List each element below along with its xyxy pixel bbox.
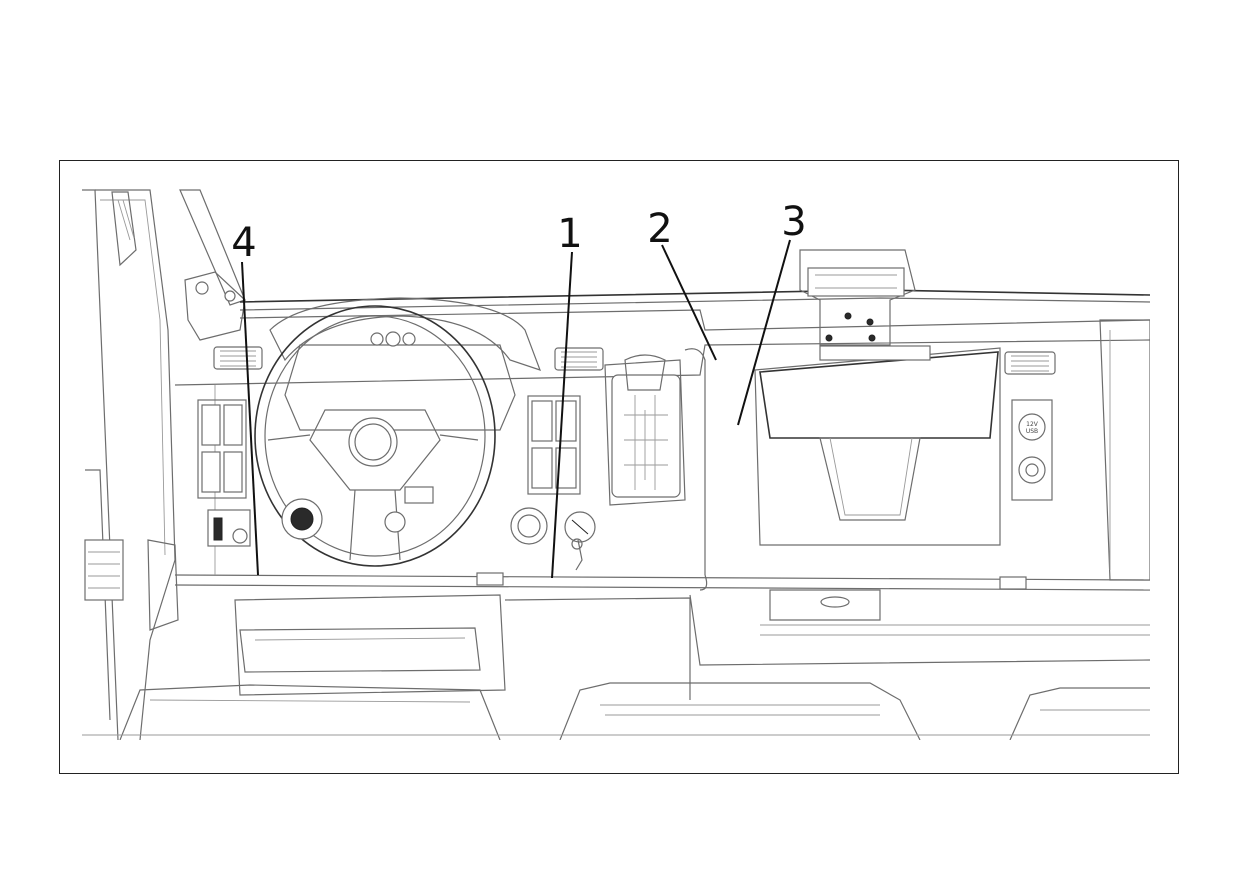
glove-box — [754, 345, 1001, 546]
socket-usb-label: USB — [1026, 428, 1038, 435]
callout-label-2: 2 — [647, 206, 672, 252]
leader-line-3 — [737, 239, 791, 426]
ignition-switch — [510, 507, 596, 571]
leader-line-2 — [661, 244, 717, 361]
seat-backs — [119, 682, 1150, 740]
socket-12v-label: 12V — [1026, 421, 1039, 428]
center-switch-bank — [527, 395, 581, 495]
callout-label-1: 1 — [557, 211, 582, 257]
power-sockets: 12V USB — [1011, 399, 1053, 501]
callout-label-3: 3 — [781, 199, 806, 245]
gear-shift-gate — [604, 354, 686, 506]
pillar — [179, 189, 246, 341]
left-switch-bank — [197, 399, 247, 499]
callout-label-4: 4 — [231, 220, 256, 266]
leader-line-1 — [551, 251, 573, 579]
left-door-frame — [82, 189, 179, 740]
leader-line-4 — [241, 261, 259, 576]
steering-wheel — [254, 297, 542, 567]
lower-console — [234, 572, 1150, 700]
hinge-bracket — [799, 249, 916, 346]
